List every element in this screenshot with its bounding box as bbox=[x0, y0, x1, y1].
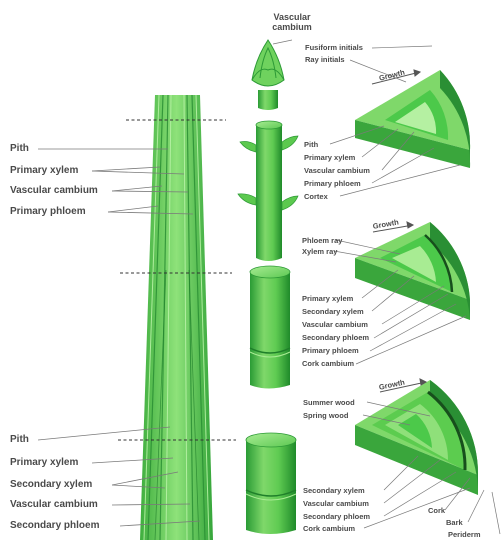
label-vascular-cambium-line2: cambium bbox=[262, 22, 322, 32]
label-spring-wood: Spring wood bbox=[303, 411, 348, 420]
label-secondary-phloem-s3: Secondary phloem bbox=[303, 512, 370, 521]
label-primary-xylem-s2: Primary xylem bbox=[302, 294, 353, 303]
label-pith-bottom: Pith bbox=[10, 434, 29, 445]
label-vascular-cambium-s2: Vascular cambium bbox=[302, 320, 368, 329]
label-cortex-s1: Cortex bbox=[304, 192, 328, 201]
label-primary-xylem-s1: Primary xylem bbox=[304, 153, 355, 162]
label-cork: Cork bbox=[428, 506, 445, 515]
label-xylem-ray: Xylem ray bbox=[302, 247, 337, 256]
label-vascular-cambium-heading: Vascular cambium bbox=[262, 12, 322, 32]
label-cork-cambium-s3: Cork cambium bbox=[303, 524, 355, 533]
label-vascular-cambium-line1: Vascular bbox=[262, 12, 322, 22]
middle-stem-segments bbox=[238, 40, 298, 534]
label-summer-wood: Summer wood bbox=[303, 398, 355, 407]
label-secondary-xylem-s2: Secondary xylem bbox=[302, 307, 364, 316]
label-vascular-cambium-bottom: Vascular cambium bbox=[10, 499, 98, 510]
label-vascular-cambium-s1: Vascular cambium bbox=[304, 166, 370, 175]
label-secondary-xylem-s3: Secondary xylem bbox=[303, 486, 365, 495]
label-secondary-phloem-s2: Secondary phloem bbox=[302, 333, 369, 342]
label-secondary-xylem: Secondary xylem bbox=[10, 479, 92, 490]
label-primary-phloem: Primary phloem bbox=[10, 206, 86, 217]
label-vascular-cambium-s3: Vascular cambium bbox=[303, 499, 369, 508]
label-fusiform-initials: Fusiform initials bbox=[305, 43, 363, 52]
label-pith-s1: Pith bbox=[304, 140, 318, 149]
cross-section-1 bbox=[355, 70, 470, 168]
label-secondary-phloem: Secondary phloem bbox=[10, 520, 99, 531]
tapering-stem bbox=[118, 95, 236, 540]
label-primary-phloem-s1: Primary phloem bbox=[304, 179, 361, 188]
label-cork-cambium-s2: Cork cambium bbox=[302, 359, 354, 368]
label-primary-phloem-s2: Primary phloem bbox=[302, 346, 359, 355]
label-pith-top: Pith bbox=[10, 143, 29, 154]
label-primary-xylem-bottom: Primary xylem bbox=[10, 457, 78, 468]
label-phloem-ray: Phloem ray bbox=[302, 236, 342, 245]
label-primary-xylem-top: Primary xylem bbox=[10, 165, 78, 176]
label-periderm: Periderm bbox=[448, 530, 481, 539]
label-bark: Bark bbox=[446, 518, 463, 527]
label-vascular-cambium-top: Vascular cambium bbox=[10, 185, 98, 196]
label-ray-initials: Ray initials bbox=[305, 55, 345, 64]
